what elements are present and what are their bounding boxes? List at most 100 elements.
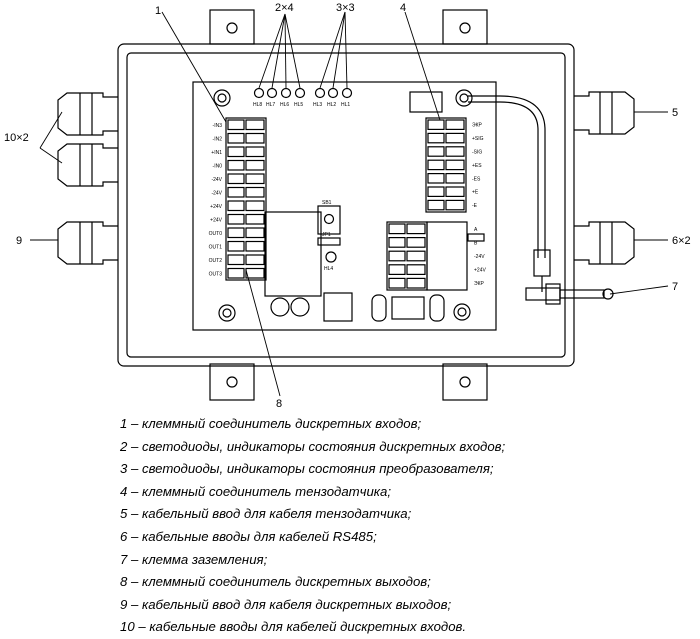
- callout-9: 9: [16, 235, 22, 247]
- rs485-terminal-screw: [406, 250, 426, 262]
- io-terminal-screw: [245, 186, 265, 198]
- led-label-hl5: HL5: [294, 102, 303, 108]
- rs485-terminal-cell: [388, 237, 406, 248]
- rs485-terminal-label: B: [474, 240, 478, 246]
- io-terminal-screw: [245, 267, 265, 279]
- sensor-terminal-cell: [427, 159, 445, 171]
- io-terminal-label: -24V: [211, 190, 222, 196]
- io-terminal-cell: [227, 159, 245, 171]
- callout-8: 8: [276, 398, 282, 410]
- legend-item: 7 – клемма заземления;: [120, 551, 268, 567]
- sensor-terminal-label: -ES: [472, 176, 481, 182]
- input-output-terminal-block: -IN3-IN2+IN1-IN0-24V-24V+24V+24VOUT0OUT1…: [209, 117, 267, 281]
- board-component: [409, 91, 443, 113]
- led-label-hl7: HL7: [266, 102, 275, 108]
- gland-di-2: [57, 143, 118, 187]
- io-terminal-label: -IN2: [213, 136, 223, 142]
- cable-glands-right: [574, 91, 635, 265]
- board-screws: [213, 89, 473, 322]
- io-terminal-cell: [227, 227, 245, 239]
- legend-item: 8 – клеммный соединитель дискретных выхо…: [120, 574, 431, 590]
- sensor-terminal-label: -E: [472, 203, 478, 209]
- jp1-label: JP1: [322, 232, 331, 238]
- io-terminal-screw: [245, 146, 265, 158]
- sensor-terminal-screw: [445, 146, 465, 157]
- legend-list: 1 – клеммный соединитель дискретных вход…: [120, 413, 680, 639]
- sensor-terminal-block: ЭКР +SIG -SIG +ES -ES +E -E: [425, 117, 484, 213]
- io-terminal-screw: [245, 173, 265, 185]
- io-terminal-screw: [245, 159, 265, 171]
- sensor-cable: [468, 95, 551, 292]
- callout-3: 3×3: [336, 2, 355, 14]
- io-terminal-screw: [245, 254, 265, 266]
- enclosure-body: [117, 43, 575, 367]
- sensor-terminal-label: +E: [472, 190, 479, 196]
- sensor-terminal-cell: [427, 146, 445, 157]
- callout-10: 10×2: [4, 132, 29, 144]
- sensor-terminal-label: ЭКР: [472, 123, 483, 129]
- io-terminal-screw: [245, 227, 265, 239]
- leader-lines: [30, 11, 669, 397]
- rs485-terminal-screw: [406, 264, 426, 275]
- legend-item: 5 – кабельный ввод для кабеля тензодатчи…: [120, 506, 412, 522]
- io-terminal-screw: [245, 240, 265, 252]
- gland-do: [57, 221, 118, 265]
- legend-item: 3 – светодиоды, индикаторы состояния пре…: [120, 461, 494, 477]
- io-terminal-cell: [227, 132, 245, 144]
- rs485-terminal-label: +24V: [474, 268, 486, 274]
- legend-item: 1 – клеммный соединитель дискретных вход…: [120, 416, 422, 431]
- rs485-terminal-screw: [406, 237, 426, 248]
- sensor-terminal-screw: [445, 132, 465, 144]
- io-terminal-label: OUT2: [209, 258, 223, 264]
- io-terminal-label: -IN3: [213, 123, 223, 129]
- sensor-terminal-screw: [445, 159, 465, 171]
- led-row: HL8 HL7 HL6 HL5 HL3 HL2 HL1: [253, 87, 353, 108]
- earth-clamp: [525, 283, 614, 305]
- io-terminal-screw: [245, 200, 265, 212]
- sensor-terminal-cell: [427, 132, 445, 144]
- legend-item: 10 – кабельные вводы для кабелей дискрет…: [120, 619, 467, 635]
- io-terminal-screw: [245, 119, 265, 131]
- sensor-terminal-screw: [445, 119, 465, 130]
- io-terminal-screw: [245, 213, 265, 225]
- io-terminal-cell: [227, 173, 245, 185]
- legend-item: 2 – светодиоды, индикаторы состояния дис…: [120, 438, 506, 454]
- led-label-hl8: HL8: [253, 102, 262, 108]
- callout-5: 5: [672, 107, 678, 119]
- io-terminal-label: -IN0: [213, 163, 223, 169]
- sensor-terminal-label: -SIG: [472, 150, 482, 156]
- io-terminal-label: OUT1: [209, 244, 223, 250]
- io-terminal-cell: [227, 254, 245, 266]
- io-terminal-cell: [227, 119, 245, 131]
- led-label-hl1: HL1: [341, 102, 350, 108]
- board-center-components: SB1 JP1 HL4: [264, 200, 445, 322]
- sensor-terminal-cell: [427, 119, 445, 130]
- legend-item: 9 – кабельный ввод для кабеля дискретных…: [120, 596, 452, 612]
- io-terminal-cell: [227, 146, 245, 158]
- sensor-terminal-screw: [445, 173, 465, 184]
- io-terminal-cell: [227, 200, 245, 212]
- sensor-terminal-label: +ES: [472, 163, 482, 169]
- rs485-terminal-cell: [388, 277, 406, 289]
- legend-item: 6 – кабельные вводы для кабелей RS485;: [120, 528, 377, 544]
- callout-7: 7: [672, 281, 678, 293]
- gland-rs485-1: [574, 221, 635, 265]
- led-label-hl3: HL3: [313, 102, 322, 108]
- rs485-terminal-label: ЭКР: [474, 281, 485, 287]
- io-terminal-cell: [227, 186, 245, 198]
- io-terminal-label: -24V: [211, 177, 222, 183]
- sensor-terminal-label: +SIG: [472, 136, 484, 142]
- callout-4: 4: [400, 2, 406, 14]
- legend-item: 4 – клеммный соединитель тензодатчика;: [120, 483, 392, 499]
- io-terminal-cell: [227, 267, 245, 279]
- io-terminal-label: +24V: [210, 204, 222, 210]
- callout-labels: 1 2×4 3×3 4 5 6×2 7 8 9 10×2: [4, 2, 691, 410]
- io-terminal-cell: [227, 240, 245, 252]
- sensor-terminal-cell: [427, 199, 445, 211]
- sensor-terminal-cell: [427, 186, 445, 197]
- rs485-terminal-screw: [406, 277, 426, 289]
- io-terminal-label: OUT0: [209, 231, 223, 237]
- rs485-terminal-label: -24V: [474, 254, 485, 260]
- gland-di-1: [57, 92, 118, 136]
